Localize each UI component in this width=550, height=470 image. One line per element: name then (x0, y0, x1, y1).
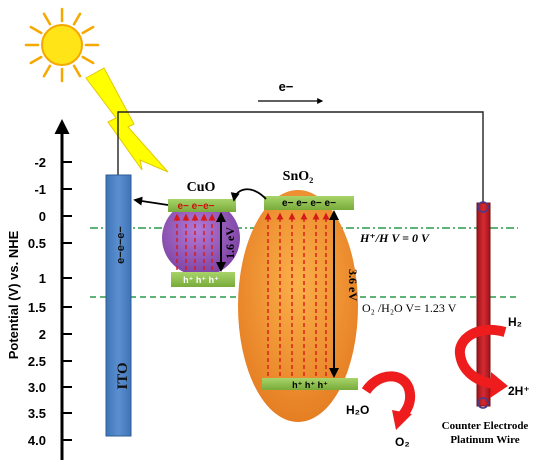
sno2-title: SnO₂ (283, 169, 314, 184)
cuo-to-ito-transfer-arrow (133, 196, 169, 206)
sno2-electrons: e− e− e− e− (282, 198, 336, 209)
cuo-gap-label: 1.6 eV (223, 227, 237, 259)
counter-electrode-wire (476, 202, 491, 407)
sun-ray (81, 25, 95, 35)
sun-ray (29, 25, 43, 35)
sno2-valence-band (262, 378, 358, 390)
axis-tick-label: 3.5 (28, 406, 46, 421)
sno2-gap-label: 3.6 eV (346, 269, 360, 301)
sno2-conduction-band (264, 196, 354, 210)
h-level-label: H⁺/H V = 0 V (359, 231, 430, 245)
axis-ticks: -2 -1 0 0.5 1 1.5 2 2.5 3.0 3.5 4.0 (28, 155, 72, 448)
water-oxidation-arrowhead (392, 410, 412, 430)
axis-tick-label: 4.0 (28, 433, 46, 448)
lightning-bolt-icon (85, 67, 169, 173)
axis-tick-label: -1 (34, 182, 46, 197)
sun-icon (24, 7, 100, 83)
axis-tick-label: 0 (39, 209, 46, 224)
sun-ray (42, 64, 52, 78)
sno2-holes: h⁺ h⁺ h⁺ (292, 380, 328, 390)
o2-label: O₂ (395, 435, 410, 449)
hydrogen-reaction-arrow (454, 324, 507, 389)
cuo-conduction-band (168, 199, 236, 212)
cuo-holes: h⁺ h⁺ h⁺ (183, 275, 219, 285)
cuo-electrons: e− e−e− (178, 201, 215, 212)
sun-ray (29, 55, 43, 65)
sun-ray (72, 12, 82, 26)
sun-ray (81, 55, 95, 65)
h2o-label: H₂O (346, 403, 369, 417)
sno2-to-cuo-transfer-arrow (230, 188, 267, 202)
o-level-label: O₂ /H₂O V= 1.23 V (362, 301, 457, 315)
sun-ray (72, 64, 82, 78)
sun-ray (42, 12, 52, 26)
counter-electrode-line2: Platinum Wire (450, 434, 519, 446)
hydrogen-reaction-arrowhead (490, 372, 508, 398)
counter-electrode-top-node (477, 201, 489, 213)
axis-label: Potential (V) vs. NHE (6, 230, 21, 359)
sno2-excitation-arrows (264, 212, 330, 376)
external-circuit-wire (117, 111, 484, 205)
axis-tick-label: 2 (39, 327, 46, 342)
ito-electrode (105, 174, 132, 437)
axis-tick-label: 0.5 (28, 236, 46, 251)
axis-tick-label: 1 (39, 271, 46, 286)
ito-electrons: e−e−e− (115, 226, 127, 264)
cuo-title: CuO (187, 180, 216, 195)
axis-tick-label: 3.0 (28, 380, 46, 395)
counter-electrode-bottom-node (477, 397, 489, 409)
axis-tick-label: 2.5 (28, 354, 46, 369)
h2-label: H₂ (508, 315, 522, 329)
axis-tick-label: 1.5 (28, 300, 46, 315)
counter-electrode-line1: Counter Electrode (442, 420, 529, 432)
cuo-valence-band (171, 272, 235, 287)
axis-tick-label: -2 (34, 155, 46, 170)
h-plus-label: 2H⁺ (508, 384, 530, 398)
electron-flow-label: e− (279, 79, 294, 94)
cuo-excitation-arrows (173, 213, 216, 270)
ito-label: ITO (115, 362, 131, 389)
water-oxidation-arrow (361, 371, 416, 422)
